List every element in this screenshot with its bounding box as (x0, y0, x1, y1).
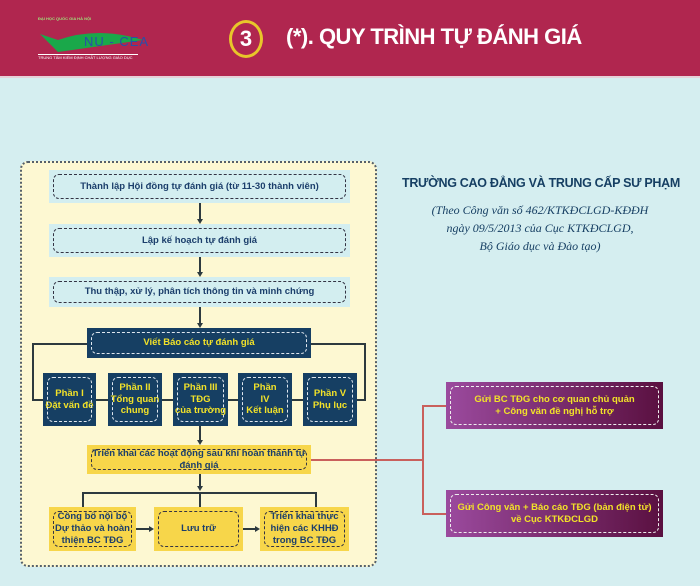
logo-bottom-text: TRUNG TÂM KIỂM ĐỊNH CHẤT LƯỢNG GIÁO DỤC (38, 54, 138, 60)
red-connector (422, 513, 446, 515)
arrow-down-icon (197, 323, 203, 328)
page-title: (*). QUY TRÌNH TỰ ĐÁNH GIÁ (286, 24, 582, 49)
connector (199, 492, 201, 507)
arrow-down-icon (197, 219, 203, 224)
arrow-down-icon (197, 272, 203, 277)
red-connector (311, 459, 424, 461)
connector (199, 426, 201, 441)
red-connector (422, 405, 446, 407)
step-post-activities: Triển khai các hoạt động sau khi hoàn th… (87, 445, 311, 474)
arrow-right-icon (149, 526, 154, 532)
side-subtitle-3: Bộ Giáo dục và Đào tạo) (479, 239, 601, 253)
step-plan: Lập kế hoạch tự đánh giá (49, 224, 350, 257)
connector (199, 307, 201, 324)
connector (136, 528, 149, 530)
connector (199, 257, 201, 273)
side-subtitle-2: ngày 09/5/2013 của Cục KTKĐCLGD, (446, 221, 634, 235)
logo-check-icon (40, 33, 143, 52)
part-3: Phần III TĐG của trường (173, 373, 228, 426)
logo-name: NU - CEA (84, 34, 150, 49)
connector (364, 343, 366, 400)
connector (32, 343, 34, 400)
arrow-down-icon (197, 440, 203, 445)
section-number: 3 (229, 20, 263, 58)
arrow-right-icon (255, 526, 260, 532)
step-establish-council: Thành lập Hội đồng tự đánh giá (từ 11-30… (49, 170, 350, 203)
side-title: TRƯỜNG CAO ĐẲNG VÀ TRUNG CẤP SƯ PHẠM (401, 176, 681, 190)
connector (199, 474, 201, 488)
sub-publish-draft: Công bố nội bộ Dự thảo và hoàn thiện BC … (49, 507, 136, 551)
send-to-department-box: Gửi Công văn + Báo cáo TĐG (bản điện tử)… (446, 490, 663, 537)
connector (243, 528, 255, 530)
arrow-down-icon (197, 486, 203, 491)
send-to-authority-box: Gửi BC TĐG cho cơ quan chủ quản + Công v… (446, 382, 663, 429)
logo-top-text: ĐẠI HỌC QUỐC GIA HÀ NỘI (38, 16, 92, 21)
part-5: Phần V Phụ lục (303, 373, 357, 426)
part-4: Phần IV Kết luận (238, 373, 292, 426)
sub-implement-plans: Triển khai thực hiện các KHHĐ trong BC T… (260, 507, 349, 551)
step-collect-evidence: Thu thập, xử lý, phân tích thông tin và … (49, 277, 350, 307)
connector (82, 492, 84, 507)
part-2: Phần II Tổng quan chung (108, 373, 162, 426)
sub-archive: Lưu trữ (154, 507, 243, 551)
red-connector (422, 405, 424, 515)
connector (315, 492, 317, 507)
connector (199, 203, 201, 220)
side-subtitle-1: (Theo Công văn số 462/KTKĐCLGD-KĐĐH (431, 203, 649, 217)
part-1: Phần I Đặt vấn đề (43, 373, 96, 426)
step-write-report: Viết Báo cáo tự đánh giá (87, 328, 311, 358)
